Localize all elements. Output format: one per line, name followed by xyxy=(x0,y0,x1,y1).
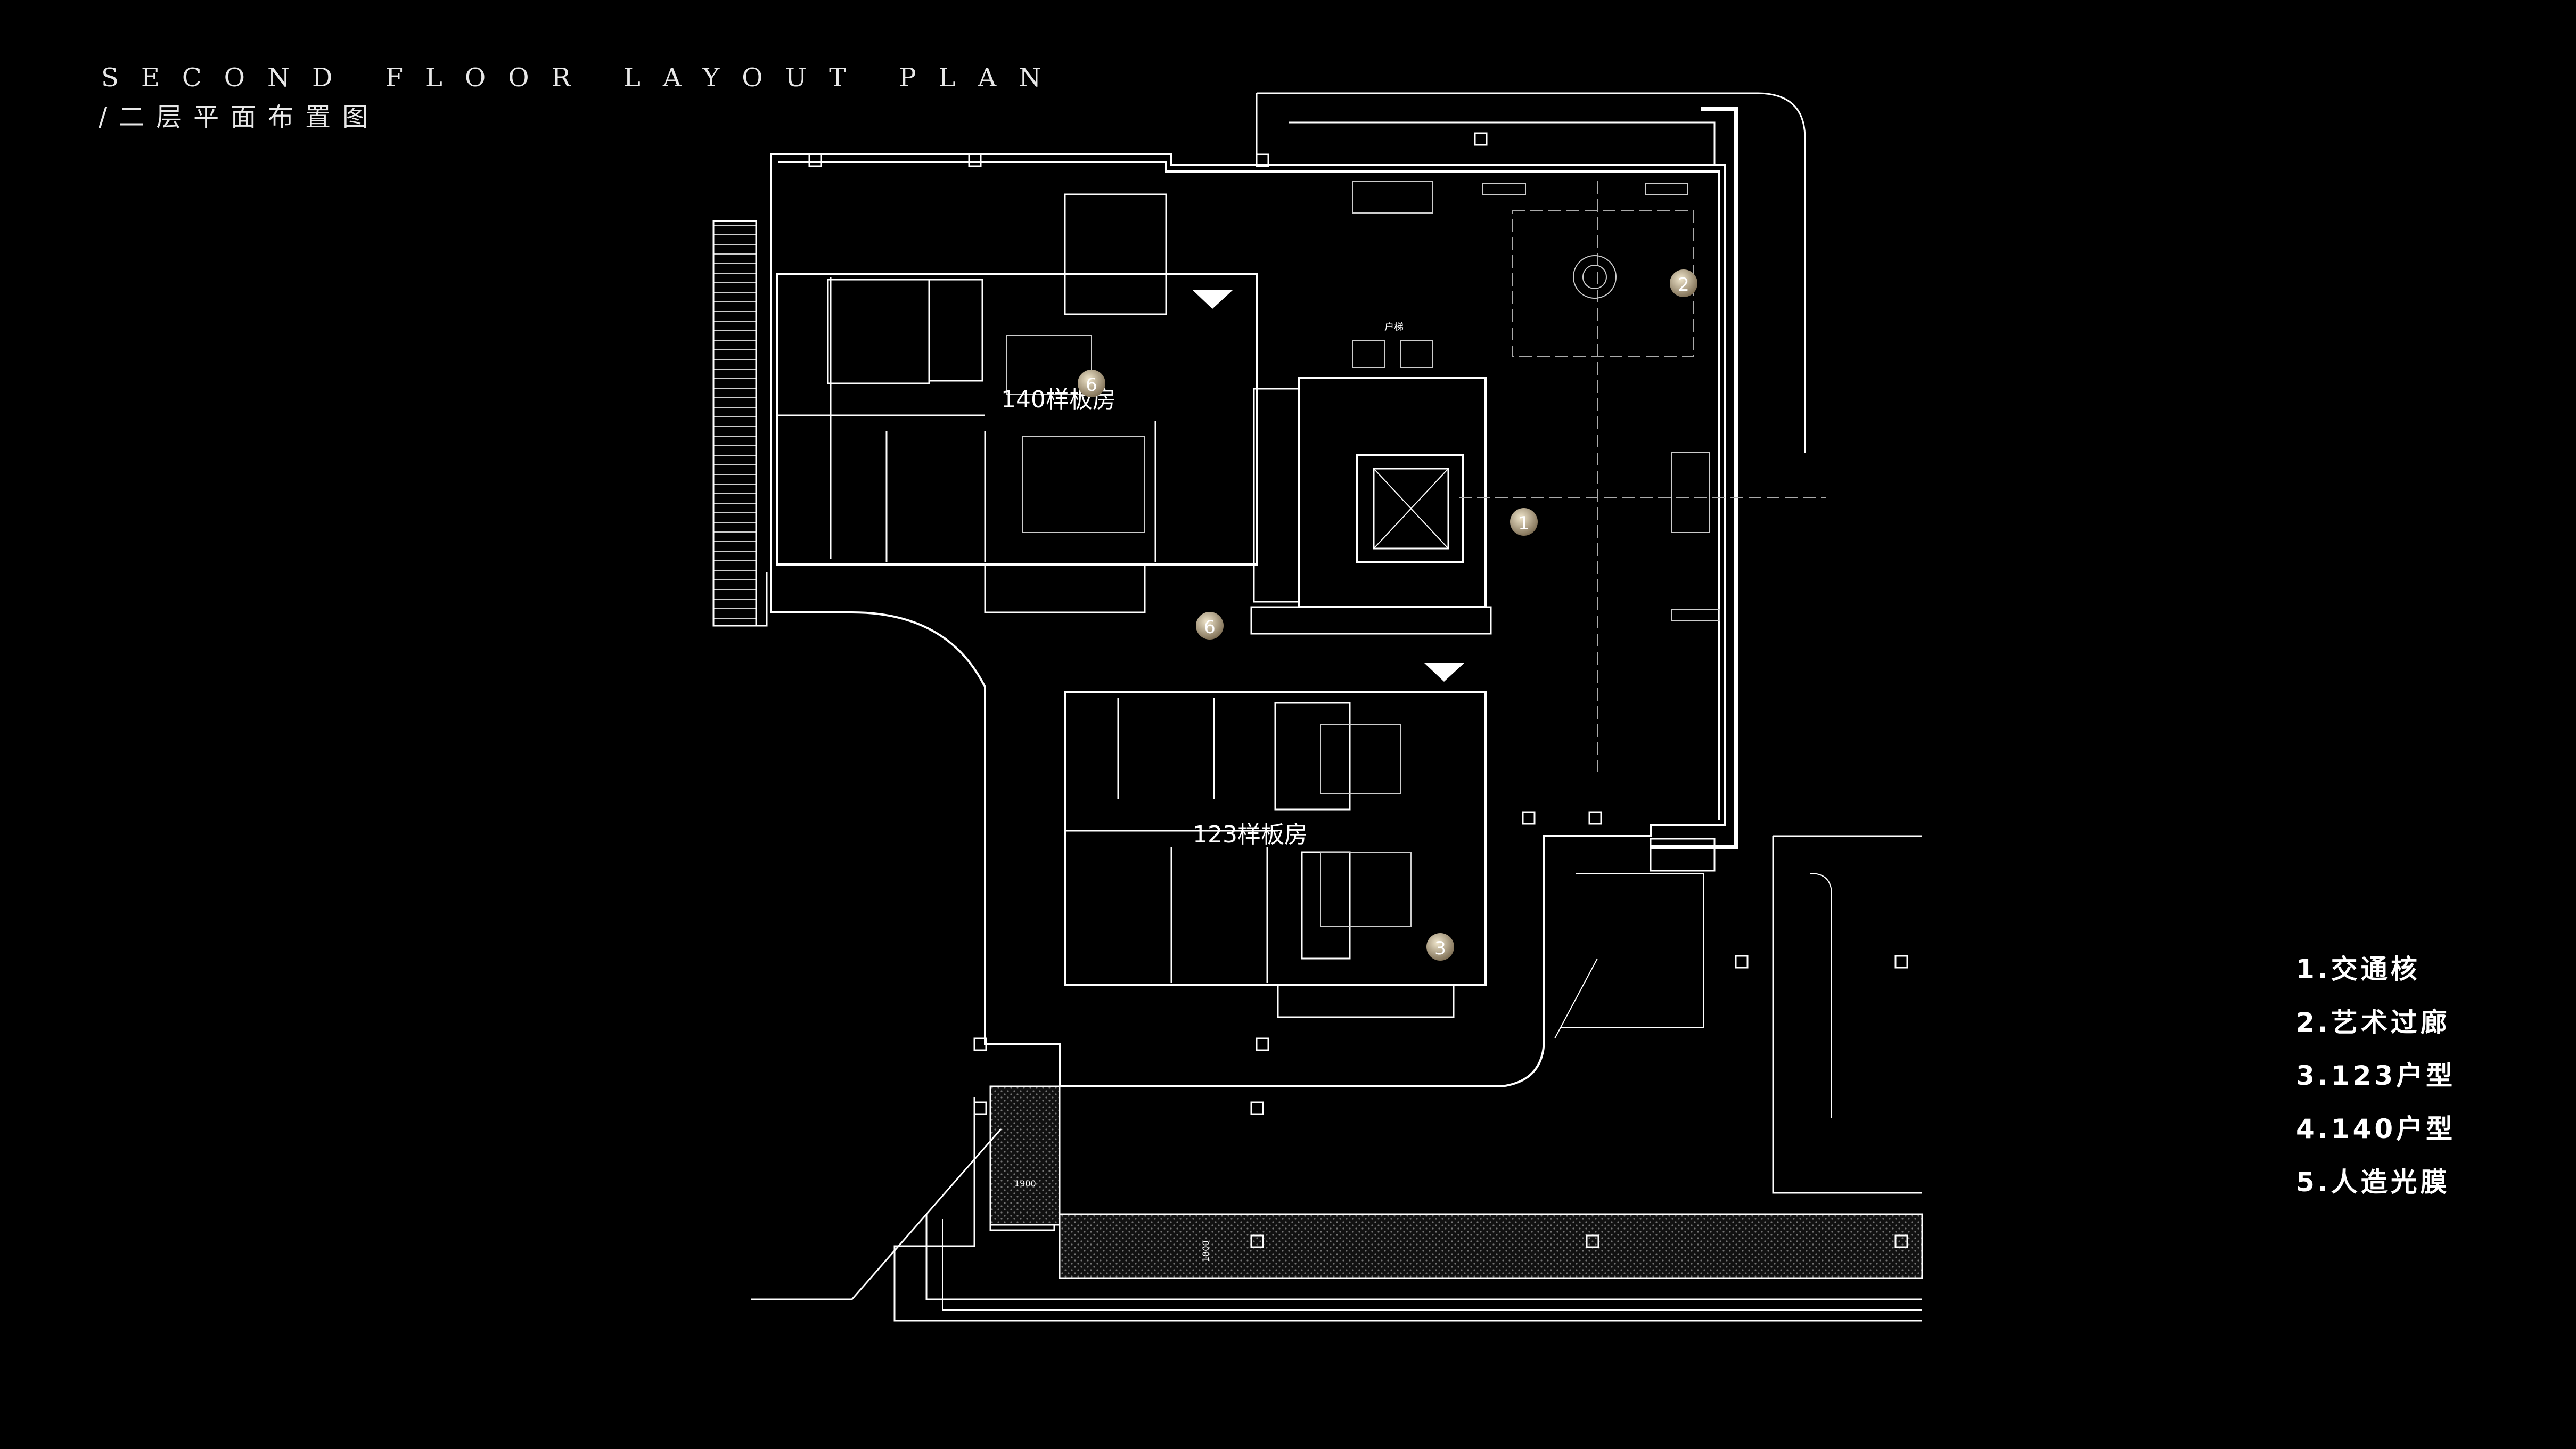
legend-item-light-film: 5.人造光膜 xyxy=(2296,1167,2450,1198)
svg-text:6: 6 xyxy=(1204,617,1216,638)
legend-item-art-gallery: 2.艺术过廊 xyxy=(2296,1007,2450,1038)
marker-2: 2 xyxy=(1670,269,1697,297)
entry-arrows xyxy=(1193,290,1464,682)
marker-3: 3 xyxy=(1426,933,1454,961)
title-chinese: /二层平面布置图 xyxy=(99,102,380,132)
legend-item-unit-123: 3.123户型 xyxy=(2296,1060,2456,1091)
svg-text:3: 3 xyxy=(1434,938,1446,959)
columns xyxy=(808,132,1908,1248)
svg-text:1: 1 xyxy=(1518,513,1530,534)
foyer-label: 户梯 xyxy=(1384,322,1404,333)
svg-text:6: 6 xyxy=(1086,374,1097,396)
marker-4: 6 xyxy=(1078,370,1105,397)
marker-6: 6 xyxy=(1196,612,1224,640)
title-english: SECOND FLOOR LAYOUT PLAN xyxy=(101,63,1064,93)
furniture xyxy=(1006,181,1720,927)
building-outline xyxy=(712,92,1923,1322)
marker-1: 1 xyxy=(1510,508,1538,536)
legend-item-circulation-core: 1.交通核 xyxy=(2296,954,2421,985)
dimension-1800: 1800 xyxy=(1201,1240,1211,1262)
legend-item-unit-140: 4.140户型 xyxy=(2296,1114,2456,1144)
legend: 1.交通核 2.艺术过廊 3.123户型 4.140户型 5.人造光膜 xyxy=(2296,943,2520,1209)
svg-text:2: 2 xyxy=(1678,274,1689,296)
dimension-1900: 1900 xyxy=(1014,1178,1036,1189)
unit-123-label: 123样板房 xyxy=(1193,821,1308,848)
